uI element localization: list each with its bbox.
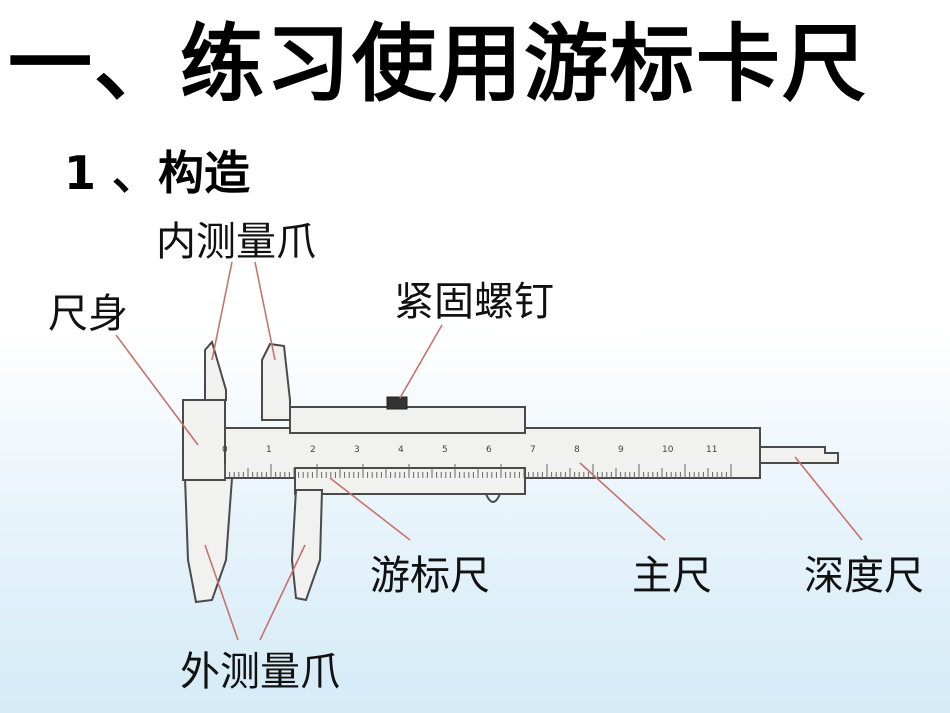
scale-number: 5 [442, 445, 448, 455]
fixed-head [182, 399, 226, 481]
vernier-top-slider [289, 406, 526, 434]
pointer-lock-screw [399, 324, 443, 399]
scale-number: 11 [706, 445, 717, 455]
label-outer-jaws: 外测量爪 [180, 649, 340, 695]
pointer-ruler-body [115, 334, 199, 446]
moving-inner-jaw [261, 342, 291, 421]
depth-rod-shape [759, 446, 839, 464]
lock-screw-knob [386, 396, 408, 410]
main-scale-ticks [224, 464, 732, 478]
pointer-main-scale [579, 462, 666, 541]
pointer-lines [115, 261, 863, 641]
caliper-body [182, 339, 839, 604]
pointer-outer-jaw-1 [204, 544, 239, 641]
pointer-outer-jaw-2 [259, 544, 306, 641]
moving-outer-jaw [290, 489, 324, 602]
pointer-inner-jaw-1 [211, 261, 233, 361]
scale-number: 0 [222, 445, 228, 455]
scale-number: 1 [266, 445, 272, 455]
label-vernier: 游标尺 [370, 553, 490, 599]
scale-number: 3 [354, 445, 360, 455]
scale-number: 2 [310, 445, 316, 455]
section-heading: 1 、构造 [64, 146, 251, 200]
scale-number: 9 [618, 445, 624, 455]
label-lock-screw: 紧固螺钉 [394, 279, 554, 325]
pointer-depth-rod [794, 456, 863, 541]
main-scale-numbers: 0 1 2 3 4 5 6 7 8 9 10 11 [222, 445, 717, 455]
label-inner-jaws: 内测量爪 [156, 219, 316, 265]
background-gradient [0, 330, 950, 713]
pointer-inner-jaw-2 [254, 261, 276, 361]
vernier-lower-slider [294, 467, 526, 495]
fixed-outer-jaw [183, 477, 234, 604]
label-depth-rod: 深度尺 [804, 553, 924, 599]
thumb-wheel [485, 493, 501, 503]
label-main-scale: 主尺 [632, 553, 712, 599]
scale-number: 8 [574, 445, 580, 455]
scale-number: 10 [662, 445, 674, 455]
scale-number: 4 [398, 445, 404, 455]
scale-number: 7 [530, 445, 536, 455]
pointer-vernier [329, 477, 411, 541]
label-ruler-body: 尺身 [48, 291, 128, 337]
fixed-inner-jaw [204, 339, 227, 401]
page-title: 一、练习使用游标卡尺 [8, 15, 869, 113]
scale-number: 6 [486, 445, 492, 455]
